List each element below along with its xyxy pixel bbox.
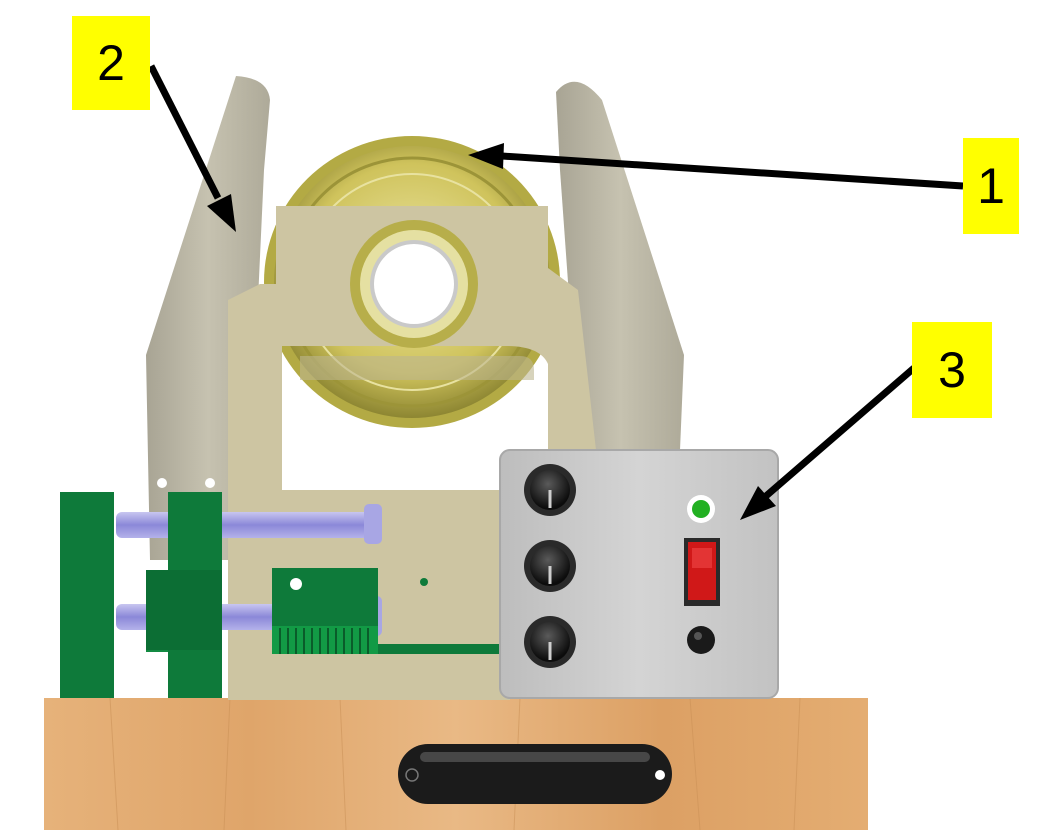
jaw-hole	[205, 478, 215, 488]
frame-slot	[300, 356, 534, 380]
green-plate-left	[60, 492, 114, 698]
green-slider	[272, 568, 502, 654]
indicator-led-icon	[687, 495, 715, 523]
arrow-2	[147, 64, 236, 232]
arrow-1	[468, 143, 964, 190]
handle	[398, 744, 672, 804]
control-knob-icon	[524, 540, 576, 592]
bearing-hub	[350, 220, 478, 348]
jaw-hole	[157, 478, 167, 488]
callout-label-3: 3	[912, 322, 992, 418]
callout-label-1: 1	[963, 138, 1019, 234]
green-block-front	[146, 570, 222, 650]
arrow-3	[740, 365, 917, 520]
push-button-icon	[687, 626, 715, 654]
callout-label-2: 2	[72, 16, 150, 110]
control-box	[499, 449, 779, 699]
right-gripper-jaw	[556, 81, 684, 450]
control-knob-icon	[524, 464, 576, 516]
control-knob-icon	[524, 616, 576, 668]
rocker-switch-icon	[684, 538, 720, 606]
